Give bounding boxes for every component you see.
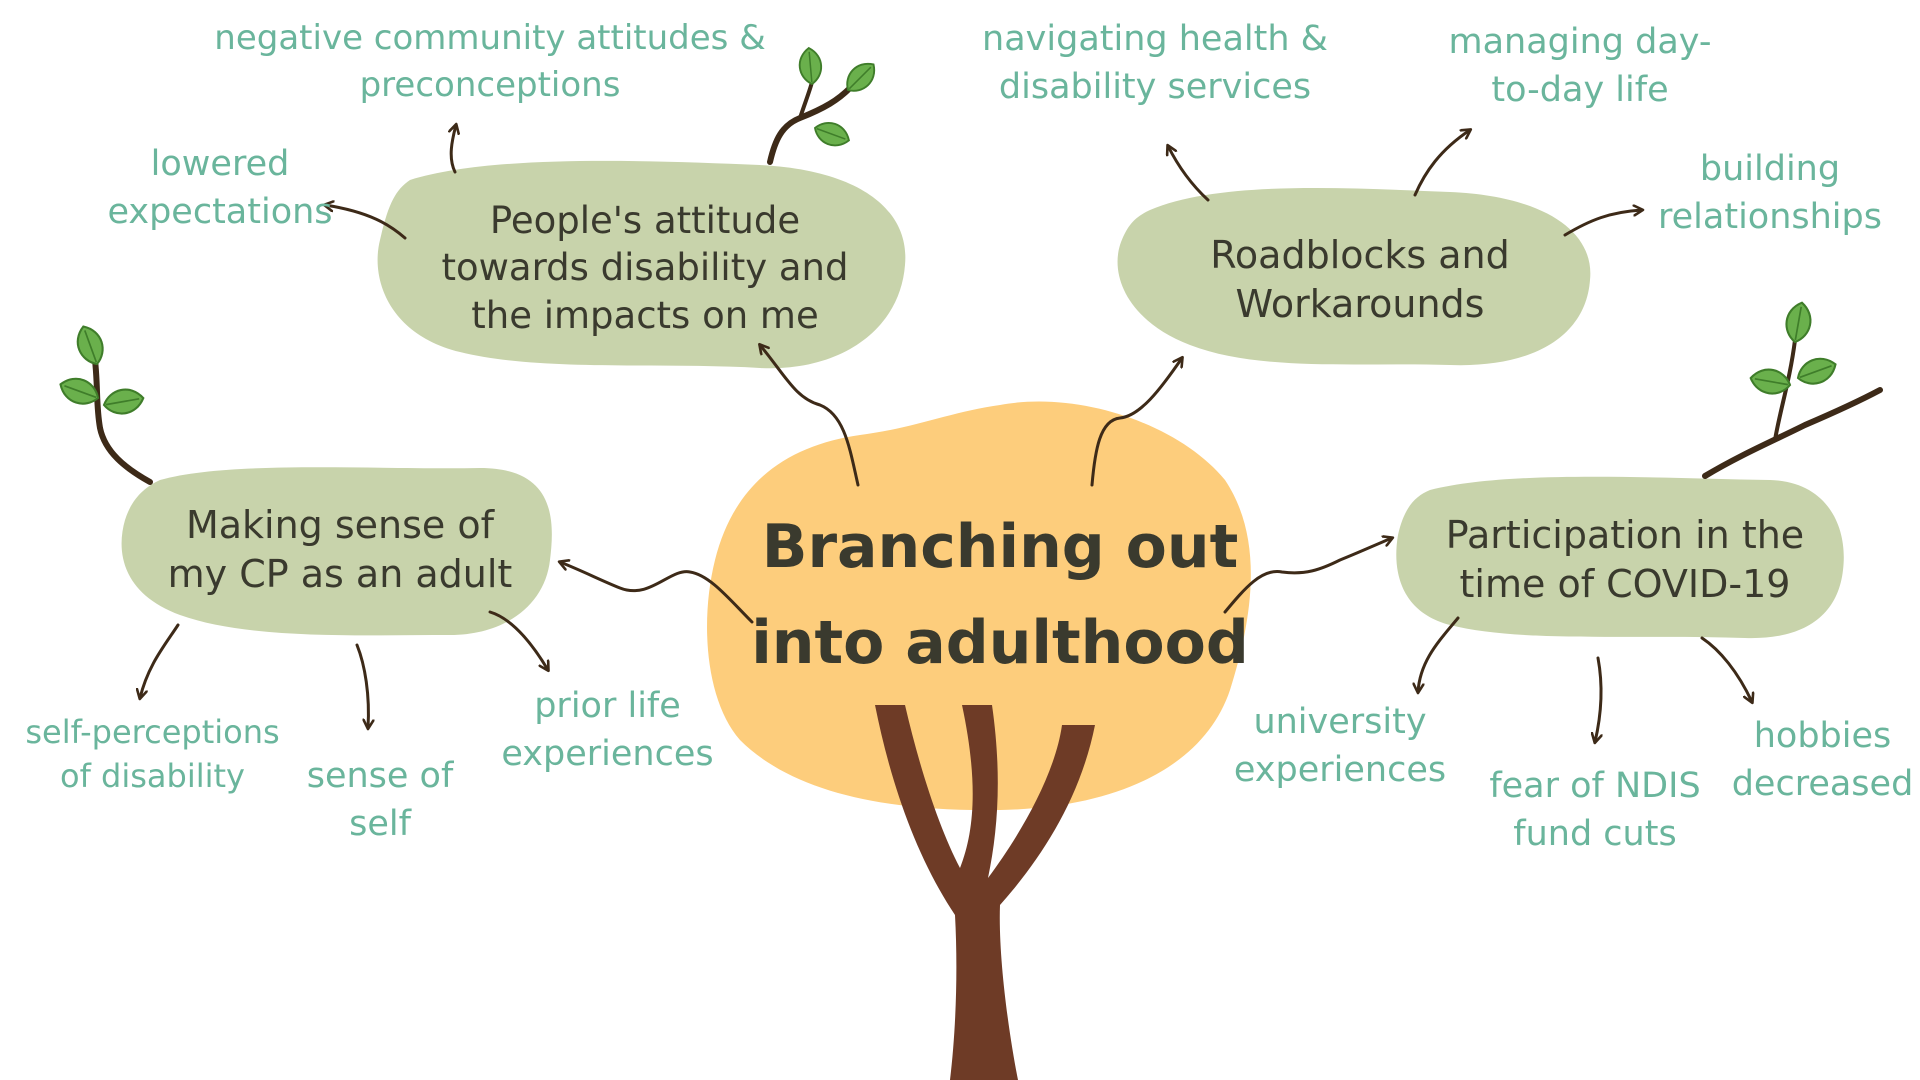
theme-label-attitude: People's attitude towards disability and… — [405, 168, 885, 368]
tree-canopy — [707, 401, 1251, 811]
subtheme-hobbies: hobbies decreased — [1731, 716, 1914, 805]
subtheme-lowered-expectations: lowered expectations — [107, 144, 333, 233]
twig-top — [767, 46, 883, 165]
arrow-center-to-covid — [1223, 538, 1392, 614]
theme-blob-making-sense — [121, 467, 552, 636]
subtheme-self-perceptions: self-perceptions of disability — [25, 713, 280, 796]
arrow-center-to-roadblocks — [1090, 358, 1182, 487]
subtheme-managing-life: managing day- to-day life — [1448, 22, 1712, 111]
twig-left — [55, 321, 153, 485]
subtheme-university: university experiences — [1233, 702, 1447, 791]
theme-blob-roadblocks — [1117, 187, 1591, 366]
arrow-to-hobbies — [1700, 636, 1752, 702]
theme-blob-attitude — [377, 160, 906, 369]
subtheme-building-relationships: building relationships — [1658, 149, 1882, 238]
arrow-to-self-perceptions — [140, 623, 180, 698]
theme-label-making-sense: Making sense of my CP as an adult — [140, 470, 540, 630]
arrow-center-to-attitude — [760, 345, 860, 487]
arrow-to-sense-of-self — [355, 643, 368, 728]
arrow-to-lowered-expectations — [325, 205, 407, 240]
theme-label-attitude-text: People's attitude towards disability and… — [441, 198, 849, 337]
arrow-to-navigating-services — [1168, 146, 1210, 202]
arrow-to-negative-attitudes — [451, 125, 456, 174]
theme-label-covid: Participation in the time of COVID-19 — [1405, 480, 1845, 640]
theme-blob-covid — [1396, 476, 1844, 639]
arrow-to-university — [1418, 616, 1460, 692]
theme-label-roadblocks-text: Roadblocks and Workarounds — [1210, 233, 1510, 326]
subtheme-sense-of-self: sense of self — [306, 756, 454, 845]
arrow-to-prior-experiences — [488, 610, 548, 670]
subtheme-prior-experiences: prior life experiences — [501, 686, 714, 775]
theme-label-making-sense-text: Making sense of my CP as an adult — [167, 503, 513, 596]
subtheme-navigating-services: navigating health & disability services — [982, 19, 1328, 108]
subtheme-ndis: fear of NDIS fund cuts — [1489, 766, 1701, 855]
arrow-center-to-making-sense — [560, 562, 754, 624]
theme-label-covid-text: Participation in the time of COVID-19 — [1445, 513, 1805, 606]
twig-right — [1702, 299, 1883, 479]
subtheme-negative-attitudes: negative community attitudes & preconcep… — [214, 18, 766, 105]
arrow-to-ndis — [1595, 656, 1601, 742]
arrow-to-managing-life — [1413, 130, 1470, 197]
arrow-to-building-relationships — [1563, 210, 1642, 237]
tree-trunk — [875, 705, 1095, 1080]
central-title: Branching out into adulthood — [751, 512, 1249, 678]
theme-label-roadblocks: Roadblocks and Workarounds — [1150, 200, 1570, 360]
